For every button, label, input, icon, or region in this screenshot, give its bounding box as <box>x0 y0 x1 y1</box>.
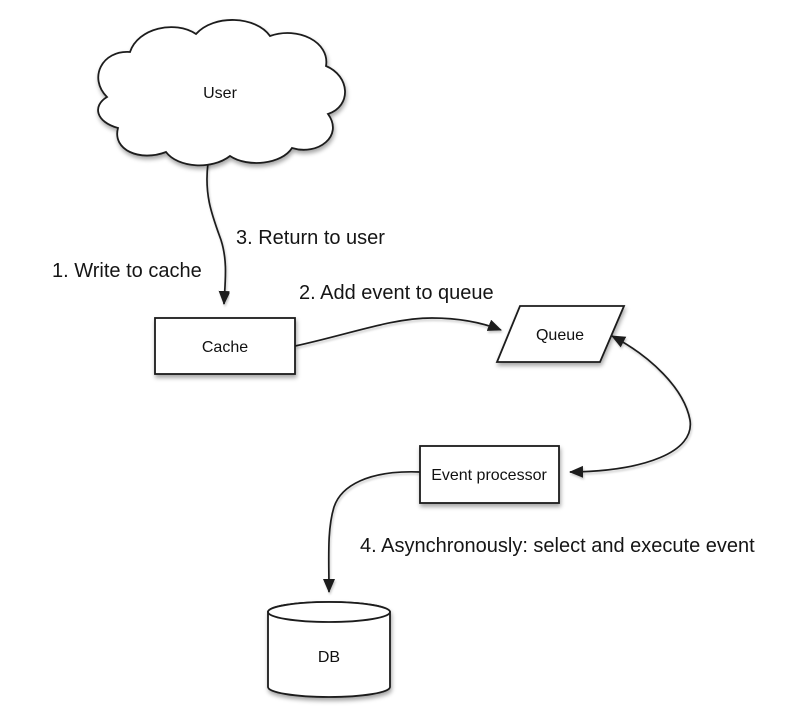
edges-layer <box>206 162 692 593</box>
db-cylinder-top <box>267 601 391 623</box>
event-processor-rectangle-shape <box>419 445 560 504</box>
annotation-step4: 4. Asynchronously: select and execute ev… <box>360 535 755 557</box>
edge-cache-to-queue-arrow <box>294 317 502 347</box>
edge-event-processor-to-db-arrow <box>322 471 421 593</box>
annotations-layer: 1. Write to cache 3. Return to user 2. A… <box>52 227 755 557</box>
annotation-step2: 2. Add event to queue <box>299 282 494 304</box>
queue-parallelogram-shape <box>495 305 626 363</box>
node-user: User <box>97 19 346 167</box>
node-db: DB <box>267 601 391 698</box>
cache-rectangle-shape <box>154 317 296 375</box>
node-event-processor: Event processor <box>419 445 560 504</box>
db-label: DB <box>318 649 340 666</box>
user-cloud-shape <box>97 19 346 167</box>
user-label: User <box>203 85 237 102</box>
edge-user-to-cache-arrow <box>206 162 231 305</box>
event-processor-label: Event processor <box>431 467 547 484</box>
node-queue: Queue <box>495 305 626 363</box>
queue-label: Queue <box>536 327 584 344</box>
edge-queue-event-processor-arrow <box>569 335 692 478</box>
cache-label: Cache <box>202 339 248 356</box>
annotation-step1: 1. Write to cache <box>52 260 202 282</box>
annotation-step3: 3. Return to user <box>236 227 385 249</box>
node-cache: Cache <box>154 317 296 375</box>
